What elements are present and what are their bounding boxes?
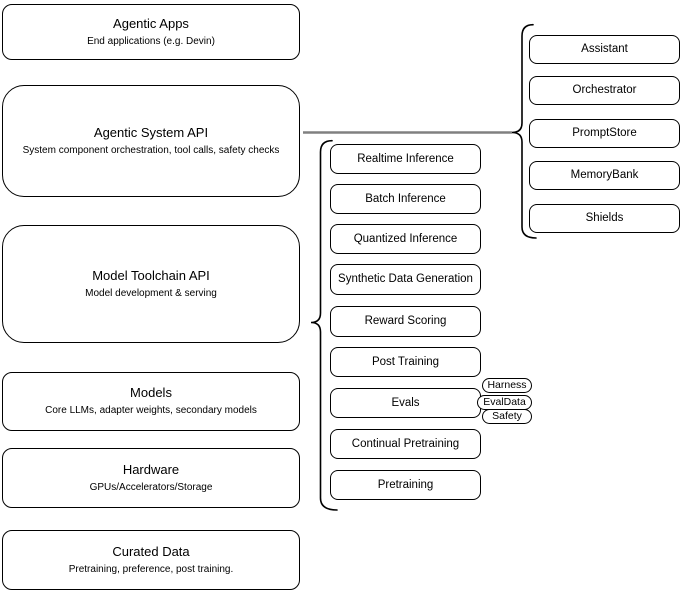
toolchain-label: Batch Inference xyxy=(365,192,446,205)
eval-tag-label: Safety xyxy=(492,410,522,423)
layer-box-model-toolchain-api: Model Toolchain API Model development & … xyxy=(2,225,300,343)
layer-box-agentic-apps: Agentic Apps End applications (e.g. Devi… xyxy=(2,4,300,60)
layer-title: Hardware xyxy=(122,461,180,477)
layer-title: Model Toolchain API xyxy=(92,267,210,283)
eval-tag-label: EvalData xyxy=(483,396,526,409)
toolchain-label: Realtime Inference xyxy=(357,152,454,165)
component-label: MemoryBank xyxy=(570,169,639,182)
layer-title: Agentic System API xyxy=(93,124,209,140)
component-label: Orchestrator xyxy=(572,84,637,97)
toolchain-box-reward-scoring: Reward Scoring xyxy=(330,306,481,337)
toolchain-box-synthetic-data-generation: Synthetic Data Generation xyxy=(330,264,481,295)
toolchain-label: Synthetic Data Generation xyxy=(338,273,473,286)
toolchain-box-quantized-inference: Quantized Inference xyxy=(330,224,481,254)
toolchain-label: Evals xyxy=(391,396,420,409)
eval-tag-label: Harness xyxy=(487,379,527,392)
toolchain-box-evals: Evals xyxy=(330,388,481,418)
component-label: PromptStore xyxy=(572,127,637,140)
eval-tag-pill-evaldata: EvalData xyxy=(477,395,532,410)
toolchain-label: Continual Pretraining xyxy=(351,437,460,450)
component-box-orchestrator: Orchestrator xyxy=(529,76,680,105)
component-box-promptstore: PromptStore xyxy=(529,119,680,148)
layer-subtitle: Pretraining, preference, post training. xyxy=(68,563,234,575)
layer-subtitle: GPUs/Accelerators/Storage xyxy=(89,481,213,493)
component-box-memorybank: MemoryBank xyxy=(529,161,680,190)
component-label: Shields xyxy=(585,212,624,225)
eval-tag-pill-harness: Harness xyxy=(482,378,532,393)
component-box-shields: Shields xyxy=(529,204,680,233)
layer-box-models: Models Core LLMs, adapter weights, secon… xyxy=(2,372,300,431)
layer-title: Models xyxy=(130,385,172,401)
toolchain-box-pretraining: Pretraining xyxy=(330,470,481,500)
toolchain-label: Reward Scoring xyxy=(364,315,447,328)
toolchain-box-batch-inference: Batch Inference xyxy=(330,184,481,214)
layer-subtitle: System component orchestration, tool cal… xyxy=(22,144,280,156)
toolchain-box-post-training: Post Training xyxy=(330,347,481,377)
layer-box-curated-data: Curated Data Pretraining, preference, po… xyxy=(2,530,300,590)
layer-subtitle: Model development & serving xyxy=(85,287,217,299)
layer-subtitle: Core LLMs, adapter weights, secondary mo… xyxy=(45,405,257,417)
component-label: Assistant xyxy=(581,43,628,56)
layer-title: Agentic Apps xyxy=(113,15,189,31)
toolchain-box-realtime-inference: Realtime Inference xyxy=(330,144,481,174)
toolchain-label: Pretraining xyxy=(377,478,434,491)
toolchain-label: Quantized Inference xyxy=(353,232,458,245)
layer-box-hardware: Hardware GPUs/Accelerators/Storage xyxy=(2,448,300,508)
layer-title: Curated Data xyxy=(112,543,190,559)
layer-subtitle: End applications (e.g. Devin) xyxy=(87,35,215,47)
eval-tag-pill-safety: Safety xyxy=(482,409,532,424)
component-box-assistant: Assistant xyxy=(529,35,680,64)
toolchain-label: Post Training xyxy=(371,355,440,368)
toolchain-box-continual-pretraining: Continual Pretraining xyxy=(330,429,481,459)
layer-box-agentic-system-api: Agentic System API System component orch… xyxy=(2,85,300,197)
